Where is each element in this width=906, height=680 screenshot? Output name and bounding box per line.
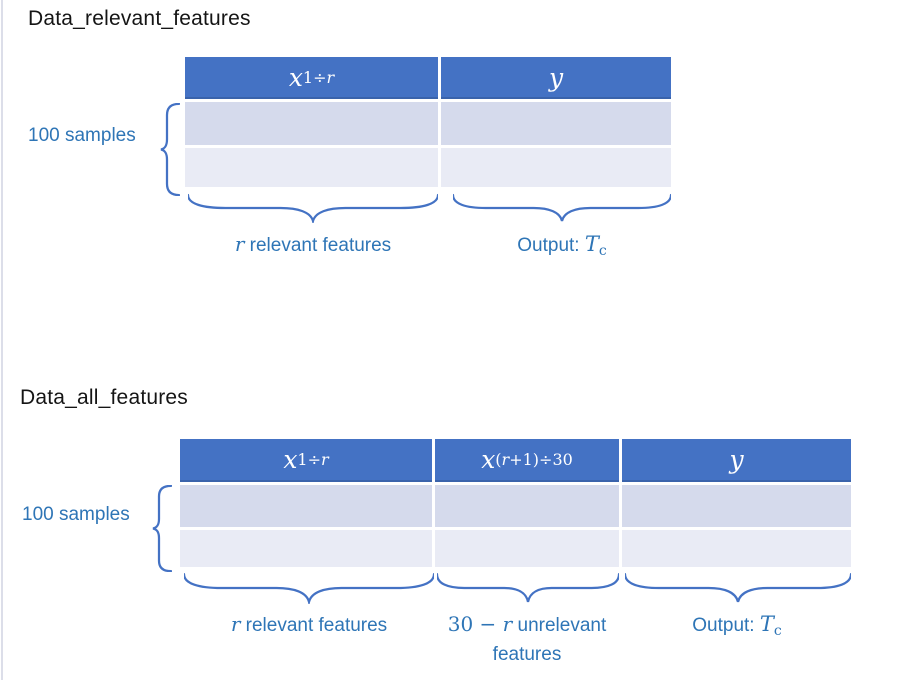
section2-col3-brace xyxy=(625,572,851,604)
table1-header-y: y xyxy=(441,57,671,99)
math-r: r xyxy=(502,612,513,636)
table2-row1-col3 xyxy=(622,485,851,527)
math-sub-r: r xyxy=(501,450,510,469)
section2-samples-brace xyxy=(152,485,172,572)
table2-header-xr1-30: x(r+1)÷30 xyxy=(435,439,619,482)
section2-title: Data_all_features xyxy=(20,386,189,409)
math-sub-r: r xyxy=(321,450,329,469)
section2-col1-brace xyxy=(184,572,434,604)
table2-row1-col1 xyxy=(180,485,432,527)
section1-title: Data_relevant_features xyxy=(28,7,251,30)
section2-col2-brace xyxy=(437,572,619,604)
math-sub-c: c xyxy=(598,243,607,259)
math-T: T xyxy=(584,232,599,256)
math-x: x xyxy=(481,445,496,474)
math-sub-1div: 1÷ xyxy=(297,450,322,469)
math-r: r xyxy=(230,612,241,636)
table2-header-y: y xyxy=(622,439,851,482)
math-y: y xyxy=(548,62,564,92)
section2-samples-label: 100 samples xyxy=(22,504,130,525)
slide-edge-line xyxy=(1,0,3,680)
table2-row1-col2 xyxy=(435,485,619,527)
math-y: y xyxy=(729,445,744,474)
math-T: T xyxy=(759,612,774,636)
section1-samples-brace xyxy=(160,103,180,196)
math-sub-c: c xyxy=(773,623,782,639)
math-x: x xyxy=(288,62,303,92)
section2-caption-unrelevant: 30 − r unrelevant features xyxy=(447,612,607,665)
section2-caption-output: Output: Tc xyxy=(692,612,782,639)
table1-row2-col1 xyxy=(185,148,438,187)
table1-row2-col2 xyxy=(441,148,671,187)
table2-row2-col1 xyxy=(180,530,432,567)
section1-col1-brace xyxy=(188,193,438,223)
math-r: r xyxy=(234,232,245,256)
section1-caption-output: Output: Tc xyxy=(517,232,607,259)
section1-col2-brace xyxy=(453,193,671,223)
table1-row1-col2 xyxy=(441,102,671,145)
math-x: x xyxy=(283,445,298,474)
math-sub-1div: 1÷ xyxy=(302,67,327,87)
section2-caption-relevant: r relevant features xyxy=(230,612,388,636)
section1-samples-label: 100 samples xyxy=(28,125,136,146)
table2-row2-col3 xyxy=(622,530,851,567)
section1-caption-relevant: r relevant features xyxy=(234,232,392,256)
math-sub-r: r xyxy=(326,67,335,87)
table1-row1-col1 xyxy=(185,102,438,145)
table2-row2-col2 xyxy=(435,530,619,567)
